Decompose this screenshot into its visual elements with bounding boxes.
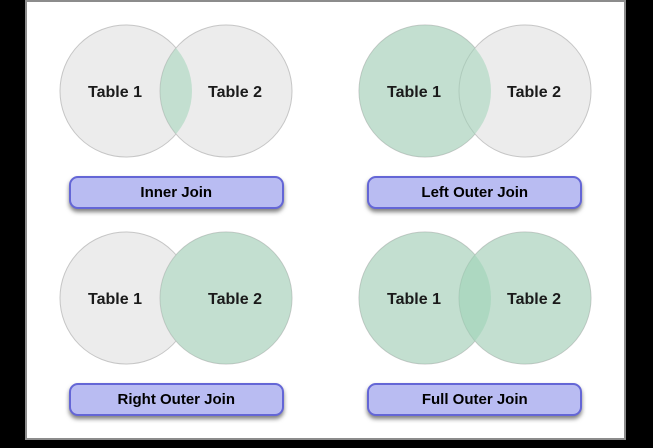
table2-label: Table 2 <box>507 291 561 308</box>
venn-right-outer-join: Table 1 Table 2 <box>59 231 293 365</box>
join-diagram-left-outer-join: Table 1 Table 2 Left Outer Join <box>326 16 625 209</box>
table2-label: Table 2 <box>208 84 262 101</box>
diagram-panel: Table 1 Table 2 Inner Join Table 1 Table… <box>25 0 626 440</box>
table2-label: Table 2 <box>208 291 262 308</box>
venn-inner-join: Table 1 Table 2 <box>59 24 293 158</box>
highlight-left-region <box>358 232 491 364</box>
join-diagram-inner-join: Table 1 Table 2 Inner Join <box>27 16 326 209</box>
highlight-right-region <box>458 232 591 364</box>
join-diagram-right-outer-join: Table 1 Table 2 Right Outer Join <box>27 223 326 416</box>
venn-full-outer-join: Table 1 Table 2 <box>358 231 592 365</box>
table1-label: Table 1 <box>88 291 142 308</box>
table2-circle <box>159 231 293 365</box>
table2-circle <box>458 231 592 365</box>
right-outer-join-button[interactable]: Right Outer Join <box>68 383 284 416</box>
inner-join-button[interactable]: Inner Join <box>68 176 284 209</box>
table2-circle <box>159 24 293 158</box>
full-outer-join-button[interactable]: Full Outer Join <box>367 383 583 416</box>
join-diagram-full-outer-join: Table 1 Table 2 Full Outer Join <box>326 223 625 416</box>
highlight-right-region <box>160 232 293 364</box>
venn-left-outer-join: Table 1 Table 2 <box>358 24 592 158</box>
table1-label: Table 1 <box>88 84 142 101</box>
left-outer-join-button[interactable]: Left Outer Join <box>367 176 583 209</box>
table1-label: Table 1 <box>387 84 441 101</box>
highlight-left-region <box>358 25 491 157</box>
table1-label: Table 1 <box>387 291 441 308</box>
table2-label: Table 2 <box>507 84 561 101</box>
table2-circle <box>458 24 592 158</box>
